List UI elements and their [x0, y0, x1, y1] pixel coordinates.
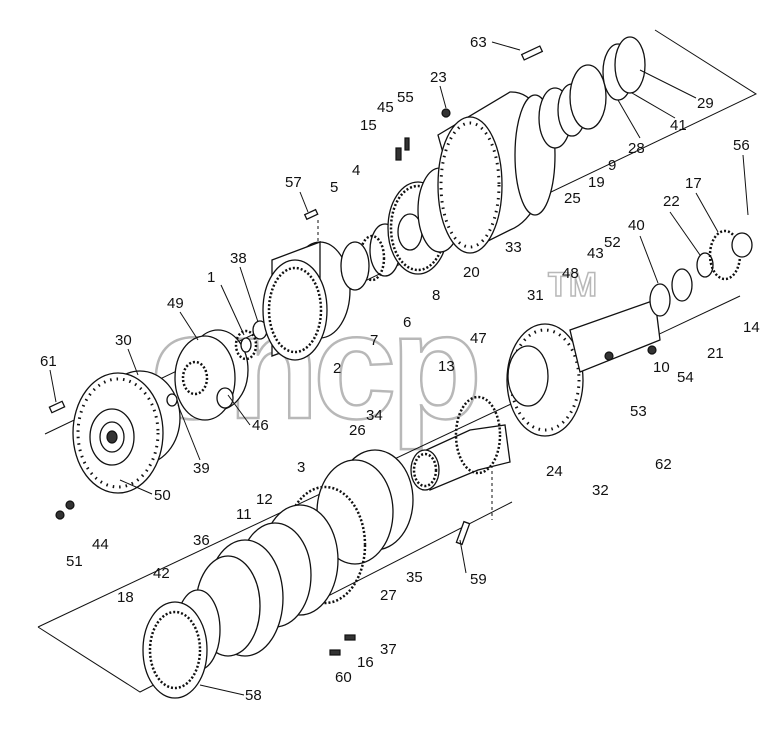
part-label: 51 [66, 553, 83, 570]
part-label: 45 [377, 99, 394, 116]
bolt-part-60 [329, 649, 341, 656]
part-label: 20 [463, 264, 480, 281]
part-label: 53 [630, 403, 647, 420]
part-label: 52 [604, 234, 621, 251]
part-label: 15 [360, 117, 377, 134]
part-label: 5 [330, 179, 338, 196]
bolt-part [48, 400, 66, 414]
part-label: 47 [470, 330, 487, 347]
nut-part-44 [65, 500, 75, 510]
hub-shaft-part [410, 395, 511, 491]
ring-gear-part-18 [142, 601, 208, 699]
nut-part-53 [604, 351, 614, 361]
part-label: 58 [245, 687, 262, 704]
lower-assembly-boundary [37, 501, 513, 693]
washer-part-40 [649, 283, 671, 317]
part-label: 17 [685, 175, 702, 192]
part-label: 23 [430, 69, 447, 86]
part-label: 8 [432, 287, 440, 304]
nut-part [441, 108, 451, 118]
bolt-part-57 [303, 208, 319, 221]
part-label: 4 [352, 162, 360, 179]
part-label: 37 [380, 641, 397, 658]
part-labels: 63 23 45 55 15 57 4 5 38 1 49 30 61 7 6 … [40, 34, 760, 704]
planet-carrier-part [174, 329, 249, 421]
part-label: 48 [562, 265, 579, 282]
plate-part-14 [731, 232, 753, 258]
ring-gear-part [262, 241, 351, 361]
part-label: 34 [366, 407, 383, 424]
nut-part-54 [647, 345, 657, 355]
part-label: 26 [349, 422, 366, 439]
part-label: 42 [153, 565, 170, 582]
part-label: 27 [380, 587, 397, 604]
part-label: 7 [370, 332, 378, 349]
part-label: 22 [663, 193, 680, 210]
part-label: 36 [193, 532, 210, 549]
part-label: 55 [397, 89, 414, 106]
part-label: 14 [743, 319, 760, 336]
part-label: 3 [297, 459, 305, 476]
part-label: 2 [333, 360, 341, 377]
part-label: 61 [40, 353, 57, 370]
part-label: 33 [505, 239, 522, 256]
part-label: 39 [193, 460, 210, 477]
part-label: 11 [236, 506, 252, 523]
part-label: 35 [406, 569, 423, 586]
bolt-part-37 [344, 634, 356, 641]
part-label: 56 [733, 137, 750, 154]
part-label: 6 [403, 314, 411, 331]
part-label: 13 [438, 358, 455, 375]
part-label: 12 [256, 491, 273, 508]
part-label: 50 [154, 487, 171, 504]
part-label: 49 [167, 295, 184, 312]
part-label: 57 [285, 174, 302, 191]
part-label: 32 [592, 482, 609, 499]
part-label: 40 [628, 217, 645, 234]
part-label: 54 [677, 369, 694, 386]
small-gear-part [234, 329, 258, 361]
hub-cover-part [72, 370, 181, 494]
part-label: 18 [117, 589, 134, 606]
bolt-part-63 [520, 45, 544, 61]
watermark-trademark: TM [548, 266, 597, 304]
spindle-assembly-part [506, 299, 661, 437]
part-label: 60 [335, 669, 352, 686]
washer-part-21 [671, 268, 693, 302]
part-label: 24 [546, 463, 563, 480]
part-label: 44 [92, 536, 109, 553]
part-label: 21 [707, 345, 724, 362]
part-label: 25 [564, 190, 581, 207]
part-label: 30 [115, 332, 132, 349]
part-label: 1 [207, 269, 215, 286]
leader-lines [49, 41, 749, 696]
pin-part [166, 393, 178, 407]
part-label: 63 [470, 34, 487, 51]
part-label: 38 [230, 250, 247, 267]
part-label: 46 [252, 417, 269, 434]
pin-part-15 [395, 147, 402, 161]
part-label: 16 [357, 654, 374, 671]
bolt-part-51 [55, 510, 65, 520]
ring-set-part [602, 36, 646, 101]
part-label: 31 [527, 287, 544, 304]
part-label: 9 [608, 157, 616, 174]
part-label: 28 [628, 140, 645, 157]
part-label: 10 [653, 359, 670, 376]
bearing-set-part [538, 64, 607, 149]
part-label: 43 [587, 245, 604, 262]
housing-part [437, 91, 556, 254]
part-label: 59 [470, 571, 487, 588]
part-label: 62 [655, 456, 672, 473]
part-label: 19 [588, 174, 605, 191]
bolt-part-59 [455, 520, 471, 546]
pin-part-45 [404, 137, 410, 151]
part-label: 41 [670, 117, 687, 134]
part-label: 29 [697, 95, 714, 112]
